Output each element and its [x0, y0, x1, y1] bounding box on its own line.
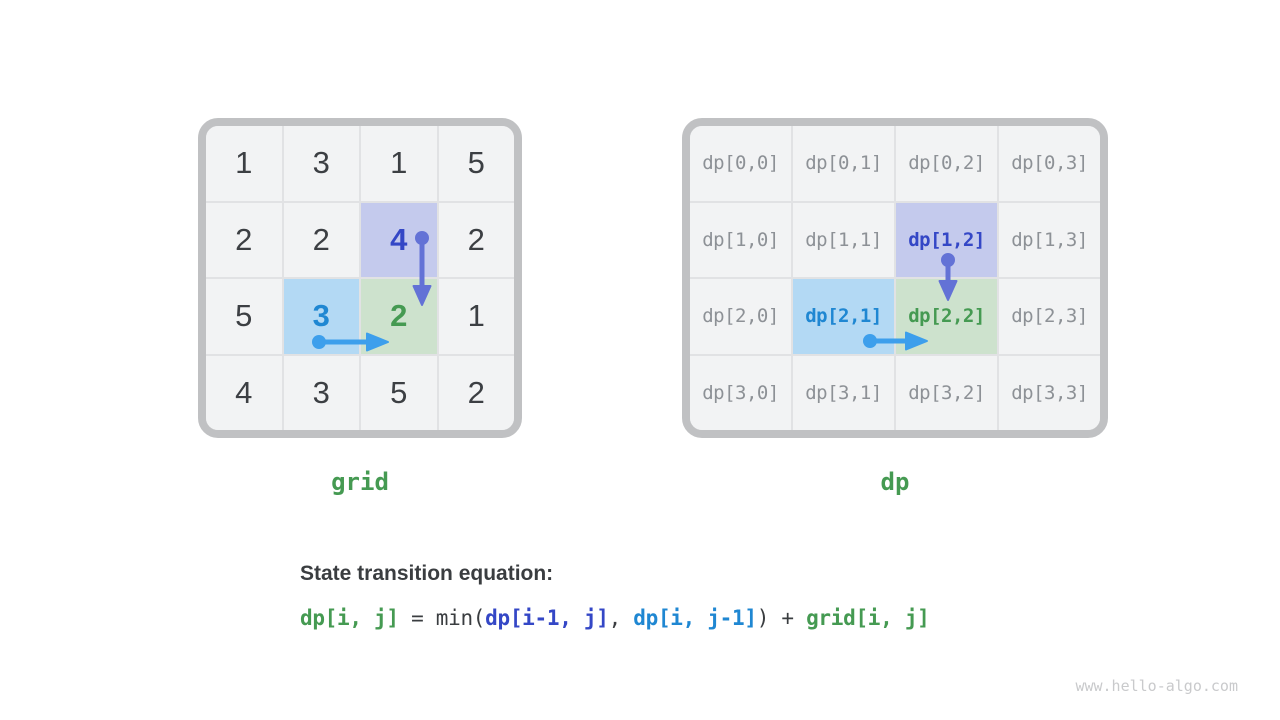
- dp-panel-label: dp: [880, 468, 910, 496]
- grid-cell-2-2: 2: [361, 279, 437, 354]
- dp-cell-3-3: dp[3,3]: [999, 355, 1100, 430]
- grid-cell-3-3: 2: [438, 355, 514, 430]
- grid-cell-2-1: 3: [283, 279, 359, 354]
- dp-cell-2-3: dp[2,3]: [999, 279, 1100, 354]
- grid-cell-0-2: 1: [361, 126, 437, 201]
- dp-cell-1-2: dp[1,2]: [896, 202, 997, 277]
- grid-cell-2-0: 5: [206, 279, 282, 354]
- equation-block: State transition equation: dp[i, j] = mi…: [300, 561, 930, 632]
- dp-cell-1-1: dp[1,1]: [793, 202, 894, 277]
- equation-segment-4: dp[i, j-1]: [633, 606, 757, 630]
- grid-cell-2-3: 1: [438, 279, 514, 354]
- dp-cell-1-0: dp[1,0]: [690, 202, 791, 277]
- dp-cell-3-2: dp[3,2]: [896, 355, 997, 430]
- equation-segment-0: dp[i, j]: [300, 606, 399, 630]
- equation-segment-5: ) +: [756, 606, 807, 630]
- grid-cell-0-3: 5: [438, 126, 514, 201]
- grid-cell-1-0: 2: [206, 202, 282, 277]
- equation-segment-3: ,: [608, 606, 634, 630]
- equation-segment-6: grid[i, j]: [806, 606, 930, 630]
- dp-cell-1-3: dp[1,3]: [999, 202, 1100, 277]
- dp-cell-2-0: dp[2,0]: [690, 279, 791, 354]
- grid-cell-3-2: 5: [361, 355, 437, 430]
- dp-cell-3-0: dp[3,0]: [690, 355, 791, 430]
- grid-cell-0-0: 1: [206, 126, 282, 201]
- equation-heading: State transition equation:: [300, 562, 554, 585]
- dp-cell-0-1: dp[0,1]: [793, 126, 894, 201]
- grid-cell-1-3: 2: [438, 202, 514, 277]
- dp-cell-0-3: dp[0,3]: [999, 126, 1100, 201]
- grid-cell-3-1: 3: [283, 355, 359, 430]
- equation-segment-2: dp[i-1, j]: [485, 606, 609, 630]
- dp-cell-2-1: dp[2,1]: [793, 279, 894, 354]
- dp-cell-3-1: dp[3,1]: [793, 355, 894, 430]
- grid-panel-label: grid: [331, 468, 389, 496]
- state-transition-equation: dp[i, j] = min(dp[i-1, j], dp[i, j-1]) +…: [300, 604, 930, 632]
- watermark: www.hello-algo.com: [1075, 677, 1238, 695]
- grid-cell-0-1: 3: [283, 126, 359, 201]
- equation-segment-1: = min(: [398, 606, 486, 630]
- grid-cell-1-1: 2: [283, 202, 359, 277]
- dp-matrix-frame: dp[0,0]dp[0,1]dp[0,2]dp[0,3]dp[1,0]dp[1,…: [682, 118, 1108, 438]
- dp-cell-0-0: dp[0,0]: [690, 126, 791, 201]
- dp-cell-2-2: dp[2,2]: [896, 279, 997, 354]
- grid-cell-1-2: 4: [361, 202, 437, 277]
- dp-matrix: dp[0,0]dp[0,1]dp[0,2]dp[0,3]dp[1,0]dp[1,…: [690, 126, 1100, 430]
- grid-cell-3-0: 4: [206, 355, 282, 430]
- dp-cell-0-2: dp[0,2]: [896, 126, 997, 201]
